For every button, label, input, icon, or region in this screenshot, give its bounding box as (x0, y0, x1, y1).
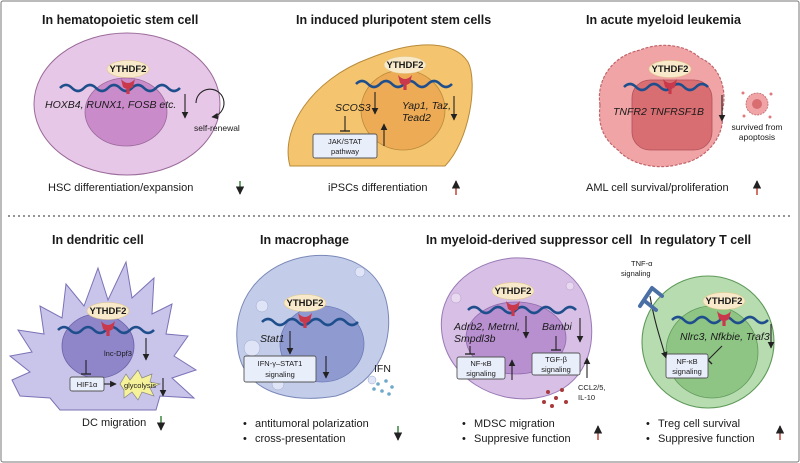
treg-bullet-1: • (646, 418, 650, 430)
treg-outcome-1: Treg cell survival (658, 418, 740, 430)
macrophage-mrna (261, 317, 359, 327)
cytokine-dots-icon (542, 388, 568, 408)
dc-outcome: DC migration (82, 417, 146, 429)
hsc-genes: HOXB4, RUNX1, FOSB etc. (45, 99, 176, 111)
mdsc-ccl-2: IL-10 (578, 393, 595, 402)
aml-title: In acute myeloid leukemia (586, 13, 742, 27)
hsc-mrna (59, 83, 181, 93)
macrophage-outcome-2: cross-presentation (255, 433, 346, 445)
aml-survived-2: apoptosis (739, 132, 775, 142)
hsc-ythdf2-label: YTHDF2 (110, 64, 147, 75)
mdsc-bullet-2: • (462, 433, 466, 445)
mdsc-ythdf2-label: YTHDF2 (495, 286, 532, 297)
mdsc-outcome-1: MDSC migration (474, 418, 555, 430)
self-renewal-loop-icon (195, 88, 225, 120)
macrophage-ifn: IFN (374, 363, 391, 375)
hsc-outcome: HSC differentiation/expansion (48, 182, 193, 194)
aml-outcome: AML cell survival/proliferation (586, 182, 729, 194)
dc-glycolysis: glycolysis (124, 381, 156, 390)
mdsc-genes-left-2: Smpdl3b (454, 333, 496, 345)
mdsc-ccl-1: CCL2/5, (578, 383, 606, 392)
macrophage-gene: Stat1 (260, 333, 285, 345)
ipsc-gene-left: SCOS3 (335, 102, 371, 114)
mdsc-outcome-2: Suppresive function (474, 433, 571, 445)
panel-aml: In acute myeloid leukemia YTHDF2 TNFR2 T… (586, 13, 783, 195)
panel-dc: In dendritic cell YTHDF2 lnc-Dpf3 HIF1α … (8, 233, 198, 431)
mdsc-box2-2: signaling (541, 365, 571, 374)
mdsc-mrna (467, 305, 577, 315)
dc-hif: HIF1α (77, 380, 98, 389)
ipsc-outcome: iPSCs differentiation (328, 182, 427, 194)
mdsc-tgfb-box (531, 352, 581, 376)
macrophage-signal-box (243, 355, 317, 383)
mdsc-gene-right: Bambi (542, 321, 572, 333)
treg-tnf-arrow (649, 295, 668, 359)
aml-survived-1: survived from (731, 122, 782, 132)
treg-nfkb-box (665, 353, 709, 379)
treg-tnf-1: TNF-α (631, 259, 653, 268)
mdsc-bullet-1: • (462, 418, 466, 430)
ipsc-ythdf2-label: YTHDF2 (387, 60, 424, 71)
mdsc-box1-2: signaling (466, 369, 496, 378)
macrophage-outcome-1: antitumoral polarization (255, 418, 369, 430)
mdsc-genes-left-1: Adrb2, Metrnl, (453, 321, 520, 333)
ipsc-pathway-2: pathway (331, 147, 359, 156)
dc-nucleus (61, 313, 135, 379)
ipsc-pathway-1: JAK/STAT (328, 137, 362, 146)
hsc-title: In hematopoietic stem cell (42, 13, 198, 27)
mdsc-title: In myeloid-derived suppressor cell (426, 233, 632, 247)
mdsc-box1-1: NF-κB (470, 359, 491, 368)
treg-title: In regulatory T cell (640, 233, 751, 247)
dc-ythdf2-label: YTHDF2 (90, 306, 127, 317)
treg-genes: Nlrc3, Nfkbie, Traf3 (680, 331, 770, 343)
aml-nucleus (631, 79, 713, 151)
macrophage-title: In macrophage (260, 233, 349, 247)
treg-outcome-2: Suppresive function (658, 433, 755, 445)
ipsc-genes-right-2: Tead2 (402, 112, 431, 124)
glycolysis-burst-icon (119, 369, 162, 401)
ipsc-genes-right-1: Yap1, Taz, (402, 100, 451, 112)
apoptosis-core-icon (752, 99, 762, 109)
dc-lnc: lnc-Dpf3 (104, 349, 132, 358)
macrophage-ythdf2-label: YTHDF2 (287, 298, 324, 309)
macrophage-signal-2: signaling (265, 370, 295, 379)
treg-box-2: signaling (672, 367, 702, 376)
hsc-nucleus (84, 77, 168, 147)
treg-box-1: NF-κB (676, 357, 697, 366)
panel-ipsc: In induced pluripotent stem cells YTHDF2… (287, 13, 491, 195)
macrophage-bullet-2: • (243, 433, 247, 445)
macrophage-signal-1: IFN-γ–STAT1 (258, 359, 303, 368)
hsc-self-renewal: self-renewal (194, 123, 240, 133)
panel-macrophage: In macrophage YTHDF2 Stat1 IFN-γ–STAT1 s… (236, 233, 403, 445)
treg-bullet-2: • (646, 433, 650, 445)
treg-inhibit-line (707, 345, 723, 361)
treg-mrna (671, 315, 769, 325)
panel-hsc: In hematopoietic stem cell YTHDF2 HOXB4,… (33, 13, 245, 195)
dc-title: In dendritic cell (52, 233, 144, 247)
aml-ythdf2-label: YTHDF2 (652, 64, 689, 75)
tnf-receptor-icon (638, 286, 664, 312)
panel-mdsc: In myeloid-derived suppressor cell YTHDF… (426, 233, 632, 445)
panel-treg: In regulatory T cell YTHDF2 Nlrc3, Nfkbi… (621, 233, 785, 445)
macrophage-bullet-1: • (243, 418, 247, 430)
mdsc-nfkb-box (456, 356, 506, 380)
mdsc-box2-1: TGF-β (545, 355, 567, 364)
ipsc-jakstat-box (312, 133, 378, 159)
ifn-dots-icon (372, 379, 394, 396)
treg-tnf-2: signaling (621, 269, 651, 278)
treg-ythdf2-label: YTHDF2 (706, 296, 743, 307)
ipsc-title: In induced pluripotent stem cells (296, 13, 491, 27)
aml-mrna (623, 82, 709, 92)
aml-genes: TNFR2 TNFRSF1B (613, 106, 704, 118)
